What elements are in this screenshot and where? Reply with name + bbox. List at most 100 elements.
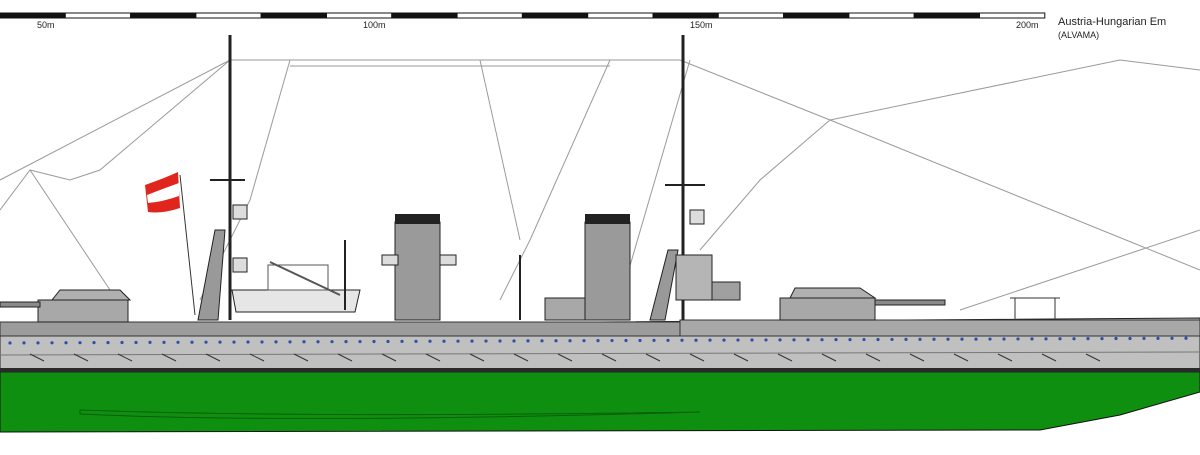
porthole (876, 337, 880, 342)
porthole (792, 338, 796, 342)
hull-dash (205, 353, 221, 362)
scale-segment (260, 12, 328, 19)
hull-dash (777, 353, 793, 362)
scale-segment (0, 12, 66, 19)
hull-dash (689, 353, 705, 362)
porthole (344, 340, 348, 344)
hull-dash (821, 353, 837, 362)
hull-dash (117, 353, 133, 362)
porthole (190, 340, 194, 344)
porthole (204, 340, 208, 344)
porthole (610, 338, 614, 343)
porthole (22, 341, 26, 345)
porthole (974, 337, 978, 341)
porthole (1184, 336, 1188, 340)
porthole (232, 340, 236, 344)
porthole (722, 338, 726, 342)
porthole (36, 341, 40, 345)
porthole (316, 340, 320, 344)
porthole (512, 339, 516, 343)
scale-segment (326, 12, 393, 19)
boats (231, 240, 361, 313)
porthole (1030, 337, 1034, 341)
scale-segment (195, 12, 262, 19)
porthole (1156, 336, 1160, 340)
porthole (1002, 337, 1006, 341)
porthole (736, 338, 740, 342)
hull-dash (161, 353, 177, 362)
porthole (246, 340, 250, 344)
porthole (456, 339, 460, 343)
porthole (652, 338, 656, 342)
porthole (92, 341, 96, 345)
porthole (666, 338, 670, 342)
porthole (302, 340, 306, 344)
armor-belt-line (0, 351, 1200, 356)
scale-segment (979, 12, 1046, 19)
waterline (0, 368, 1200, 372)
scale-segment (848, 12, 915, 19)
hull-dash (337, 353, 353, 362)
porthole (764, 338, 768, 342)
funnel-fore (381, 214, 457, 321)
porthole (400, 339, 404, 343)
porthole (330, 340, 334, 344)
hull-dash (997, 353, 1013, 362)
porthole (526, 339, 530, 343)
porthole (694, 338, 698, 342)
porthole (260, 340, 264, 344)
hull-dash (865, 353, 881, 362)
porthole (484, 339, 488, 343)
scale-bar (0, 12, 1046, 19)
porthole (540, 339, 544, 343)
porthole (64, 341, 68, 345)
porthole (582, 339, 586, 343)
porthole (890, 337, 894, 342)
hull-dash (29, 353, 45, 362)
porthole (288, 340, 292, 344)
porthole (904, 337, 908, 341)
porthole (680, 338, 684, 342)
porthole (834, 338, 838, 342)
porthole (1044, 337, 1048, 341)
porthole (960, 337, 964, 341)
porthole (638, 338, 642, 343)
hull-dash (381, 353, 397, 362)
hull-dash (645, 353, 661, 362)
hull-dash (1041, 353, 1057, 362)
porthole (120, 340, 124, 345)
scale-segment (783, 12, 850, 19)
porthole (554, 339, 558, 343)
porthole (778, 338, 782, 342)
drawing-subtitle: (ALVAMA) (1058, 30, 1100, 40)
porthole (428, 339, 432, 343)
scale-segment (521, 12, 589, 19)
portholes (8, 336, 1188, 345)
porthole (162, 340, 166, 344)
porthole (1072, 337, 1076, 341)
hull-dash (1085, 353, 1101, 362)
drawing-title: Austria-Hungarian Em (1058, 16, 1167, 28)
scale-segment (587, 12, 654, 19)
porthole (1170, 336, 1174, 340)
hull-dash (425, 353, 441, 362)
fore-mast (197, 35, 248, 321)
porthole (50, 341, 54, 345)
porthole (106, 340, 110, 345)
porthole (218, 340, 222, 344)
rigging (0, 59, 1200, 311)
scale-segment (652, 12, 719, 19)
porthole (1086, 337, 1090, 341)
porthole (708, 338, 712, 342)
hull-dashes (29, 353, 1101, 362)
scale-label-50: 50m (37, 20, 55, 30)
flag (145, 172, 196, 316)
hull-dash (557, 353, 573, 362)
porthole (442, 339, 446, 343)
porthole (946, 337, 950, 341)
hull-lower (0, 371, 1200, 433)
porthole (78, 341, 82, 345)
porthole (806, 338, 810, 342)
